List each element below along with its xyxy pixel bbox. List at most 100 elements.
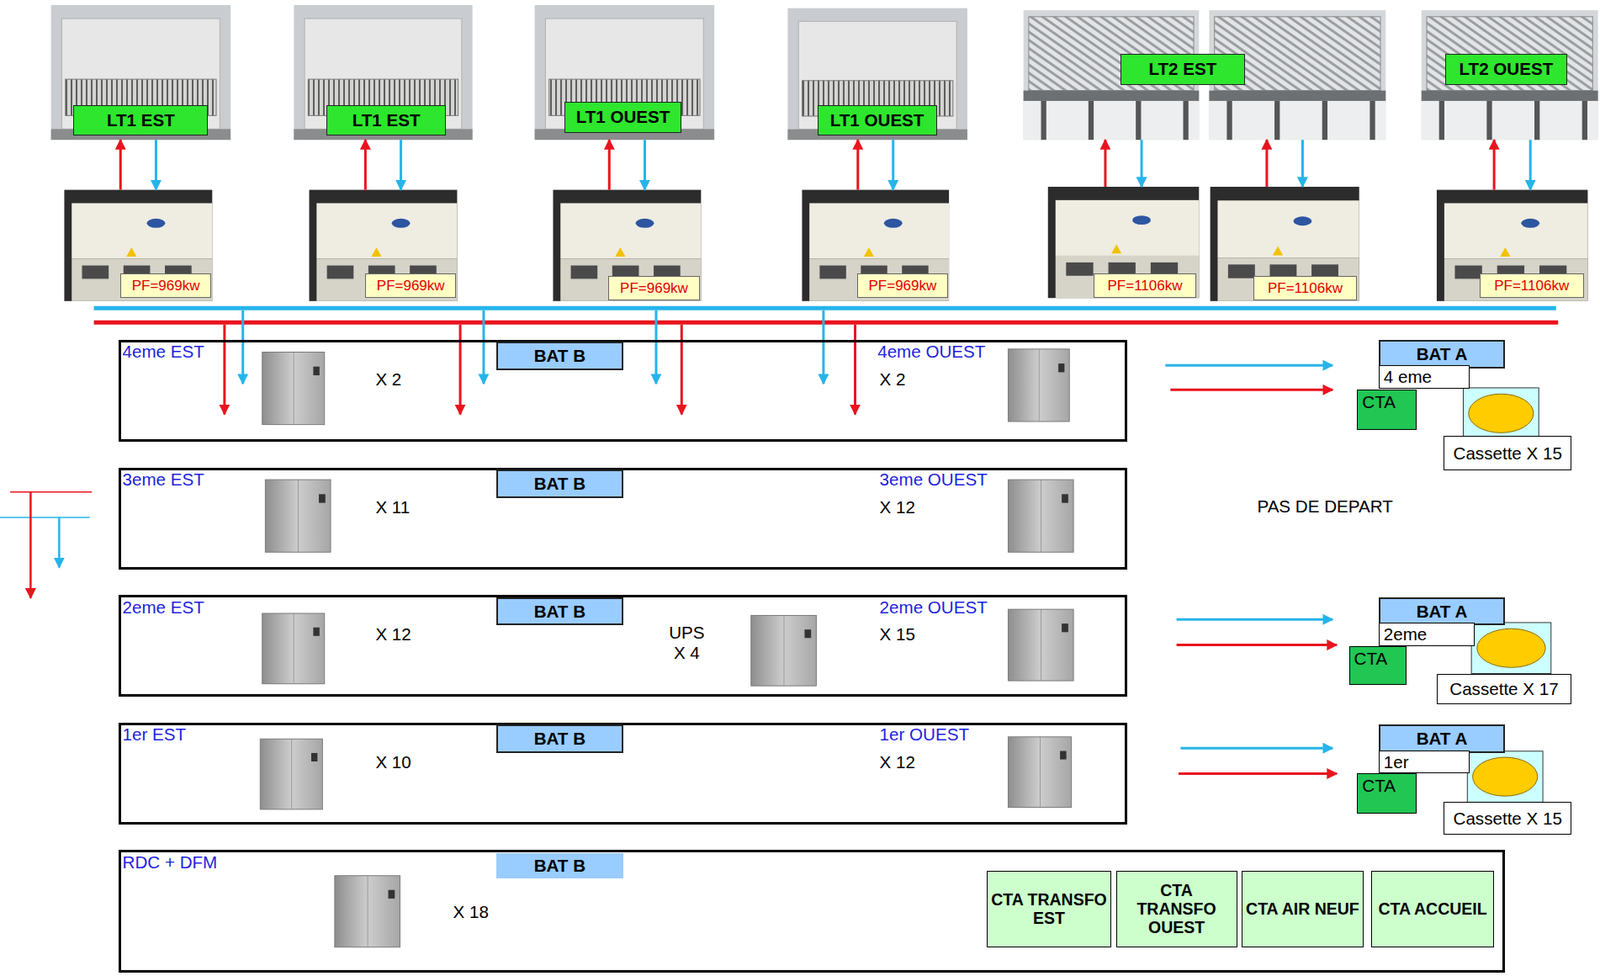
chiller-logo <box>147 218 166 228</box>
cabinet-display <box>318 493 326 503</box>
cabinet-photo <box>1040 609 1043 681</box>
chiller-unit: PF=969kw <box>801 190 949 302</box>
tower-photo <box>293 5 472 140</box>
box-label: BAT A <box>1416 344 1468 365</box>
feed-arrow <box>1165 364 1333 367</box>
return-pipe <box>94 320 1559 325</box>
unit-count: X 10 <box>375 752 411 773</box>
chiller-panel <box>819 265 846 280</box>
chiller-logo <box>1520 218 1540 228</box>
box-label: CTA TRANSFO OUEST <box>1119 880 1235 938</box>
floor-label: 2eme OUEST <box>879 597 988 618</box>
chiller-photo <box>1217 257 1359 302</box>
chiller-panel <box>327 265 355 280</box>
drycooler-frame <box>1486 100 1492 140</box>
unit-count: X 11 <box>375 497 410 518</box>
box-label: BAT A <box>1416 728 1468 749</box>
chiller-panel <box>82 265 110 280</box>
feed-arrow <box>1180 747 1333 750</box>
pipe-arrow <box>856 139 859 190</box>
pipe-arrow <box>119 139 122 190</box>
pipe-drop <box>222 324 226 415</box>
chiller-photo <box>1436 190 1589 302</box>
drycooler-frame <box>1421 100 1599 140</box>
tower-label: LT1 EST <box>73 105 208 136</box>
drycooler-louvre <box>1426 16 1593 91</box>
cabinet-display <box>1059 751 1067 760</box>
floor-tag: 4 eme <box>1378 365 1470 389</box>
air-handler: CTA TRANSFO OUEST <box>1116 870 1238 948</box>
box-label: CTA <box>1361 775 1396 796</box>
chiller-unit: PF=969kw <box>63 190 212 302</box>
cabinet-photo <box>1039 736 1042 808</box>
cabinet-photo <box>292 351 295 424</box>
warning-sign <box>614 247 626 257</box>
cooling-tower: LT1 EST <box>293 5 472 140</box>
note-text: PAS DE DEPART <box>1256 496 1393 517</box>
unit-count: X 18 <box>453 901 489 922</box>
pipe-symbol <box>0 516 91 519</box>
box-label: BAT B <box>534 601 586 622</box>
supply-pipe <box>94 306 1557 311</box>
tower-photo <box>51 5 231 140</box>
building-tag: BAT A <box>1378 339 1505 369</box>
drycooler-frame <box>1208 100 1386 140</box>
box-label: CTA AIR NEUF <box>1245 899 1360 918</box>
illustration <box>0 5 1599 948</box>
connector-layer <box>120 139 1531 190</box>
cabinet-display <box>1061 493 1069 503</box>
drycooler-frame <box>1439 100 1445 140</box>
drycooler-frame <box>1534 100 1540 140</box>
unit-count: UPS X 4 <box>663 622 710 663</box>
drycooler-frame <box>1369 100 1375 140</box>
cabinet-photo <box>1040 479 1043 552</box>
chiller-photo <box>316 202 457 259</box>
cabinet-photo <box>291 738 293 810</box>
unit-count: X 2 <box>375 369 402 390</box>
chiller-photo <box>809 259 949 302</box>
unit-count: X 15 <box>879 624 916 645</box>
feed-arrow <box>1176 618 1334 621</box>
pipe-symbol <box>29 492 32 599</box>
floor-band: 1er ESTX 101er OUESTX 12BAT B <box>118 722 1129 825</box>
warning-sign <box>126 247 137 257</box>
floor-tag: 2eme <box>1378 622 1475 647</box>
drycooler-frame <box>1208 90 1386 101</box>
air-handler: CTA <box>1349 646 1407 685</box>
unit-count: X 12 <box>879 752 916 773</box>
box-label: 2eme <box>1383 624 1428 645</box>
box-label: BAT B <box>534 855 586 876</box>
cabinet-photo <box>262 351 325 424</box>
pipe-drop <box>654 310 657 384</box>
box-label: BAT B <box>534 473 586 494</box>
cabinet-display <box>312 627 319 636</box>
pipe-drop <box>853 324 857 415</box>
cassette-picture <box>1471 622 1552 674</box>
chiller-unit: PF=1106kw <box>1436 190 1589 302</box>
chiller-unit: PF=1106kw <box>1210 186 1360 302</box>
warning-sign <box>1111 243 1122 254</box>
drycooler-frame <box>1023 90 1200 101</box>
unit-count: X 12 <box>375 624 411 645</box>
building-tag: BAT B <box>496 469 625 499</box>
feed-arrow <box>1178 772 1337 775</box>
cooling-tower: LT2 EST <box>1023 10 1387 140</box>
drycooler-frame <box>1135 100 1141 140</box>
air-handler: CTA AIR NEUF <box>1241 870 1364 948</box>
cassette-picture <box>1467 751 1543 803</box>
floor-tag: 1er <box>1378 750 1470 774</box>
pipe-arrow <box>364 139 367 190</box>
floor-band: 3eme ESTX 113eme OUESTX 12BAT B <box>118 467 1129 570</box>
drycooler-frame <box>1322 100 1328 140</box>
floor-label: 4eme OUEST <box>877 341 986 362</box>
box-label: CTA ACCUEIL <box>1377 899 1487 918</box>
power-label: PF=1106kw <box>1479 273 1585 298</box>
chiller-panel <box>1228 264 1256 278</box>
cooling-tower: LT1 EST <box>51 5 231 140</box>
box-label: CTA <box>1354 648 1389 669</box>
power-label: PF=1106kw <box>1093 273 1196 298</box>
box-label: BAT B <box>534 728 586 749</box>
pipe-arrow <box>1493 139 1496 190</box>
chiller-photo <box>560 202 701 259</box>
